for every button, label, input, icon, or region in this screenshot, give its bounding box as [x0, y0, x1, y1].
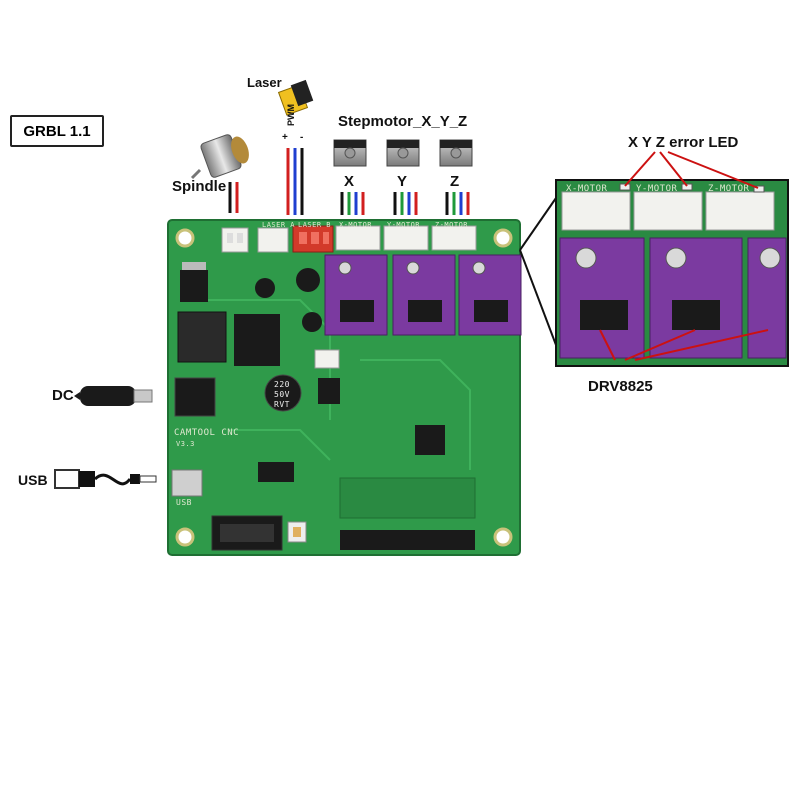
- zoom-silk-x-motor: X-MOTOR: [566, 184, 608, 194]
- y-stepper-motor-icon: [386, 139, 420, 167]
- y-axis-label: Y: [397, 173, 408, 190]
- drv8825-label: DRV8825: [588, 378, 653, 395]
- x-driver-module: [324, 254, 388, 336]
- usb-serial-chip: [258, 462, 294, 482]
- laser-wires: [286, 148, 304, 215]
- y-stepper-wires: [393, 192, 418, 215]
- silk-laser-a: LASER A: [262, 221, 296, 229]
- laser-label: Laser: [247, 75, 282, 90]
- y-driver-module: [392, 254, 456, 336]
- dc-label: DC: [52, 387, 74, 404]
- silk-version: V3.3: [176, 440, 195, 448]
- spindle-motor-icon: [190, 134, 249, 180]
- microcontroller-chip: [415, 425, 445, 455]
- laser-module-icon: [277, 79, 314, 116]
- z-stepper-motor-icon: [439, 139, 473, 167]
- x-axis-label: X: [344, 173, 355, 190]
- drv8825-pointers: [599, 329, 769, 361]
- x-motor-connector: [335, 225, 381, 251]
- silk-usb: USB: [176, 498, 192, 507]
- mosfet: [318, 378, 340, 404]
- x-stepper-motor-icon: [333, 139, 367, 167]
- laser-b-connector: [292, 225, 334, 253]
- silk-laser-b: LASER B: [298, 221, 332, 229]
- gpio-pin-header: [339, 477, 476, 550]
- usb-port-on-board: [171, 469, 203, 497]
- laser-minus-label: -: [300, 132, 304, 143]
- zoom-silk-y-motor: Y-MOTOR: [636, 184, 678, 194]
- spindle-wires: [228, 182, 239, 213]
- silk-y-motor: Y-MOTOR: [387, 221, 421, 229]
- z-axis-label: Z: [450, 173, 460, 190]
- grbl-version-label: GRBL 1.1: [10, 115, 104, 147]
- spindle-label: Spindle: [172, 178, 227, 195]
- pwm-label: PWM: [286, 104, 296, 126]
- cap-volt-text: 50V: [274, 390, 290, 399]
- usb-label: USB: [18, 472, 48, 488]
- silk-camtool: CAMTOOL CNC: [174, 428, 240, 438]
- laser-header: [314, 349, 340, 369]
- zoom-callout-lines: [519, 197, 557, 346]
- silk-z-motor: Z-MOTOR: [435, 221, 469, 229]
- usb-cable-icon: [54, 469, 157, 489]
- cap-value-text: 220: [274, 380, 290, 389]
- small-capacitors: [255, 268, 322, 332]
- voltage-regulator: [180, 262, 208, 302]
- stepmotor-label: Stepmotor_X_Y_Z: [338, 113, 468, 130]
- cap-type-text: RVT: [274, 400, 290, 409]
- z-stepper-wires: [445, 192, 470, 215]
- zoom-inset: [555, 179, 789, 367]
- isp-header: [211, 515, 283, 551]
- x-stepper-wires: [340, 192, 365, 215]
- z-driver-module: [458, 254, 522, 336]
- dc-plug-icon: [74, 386, 153, 406]
- dc-jack-on-board: [174, 377, 216, 417]
- laser-a-connector: [257, 227, 289, 253]
- spindle-connector: [221, 227, 249, 253]
- silk-x-motor: X-MOTOR: [339, 221, 373, 229]
- power-inductor: [177, 311, 280, 366]
- electrolytic-capacitor: [264, 374, 302, 412]
- z-motor-connector: [431, 225, 477, 251]
- reset-button: [287, 521, 307, 543]
- error-led-pointers: [624, 151, 759, 189]
- zoom-silk-z-motor: Z-MOTOR: [708, 184, 750, 194]
- error-led-label: X Y Z error LED: [628, 134, 739, 151]
- y-motor-connector: [383, 225, 429, 251]
- laser-plus-label: +: [282, 132, 288, 143]
